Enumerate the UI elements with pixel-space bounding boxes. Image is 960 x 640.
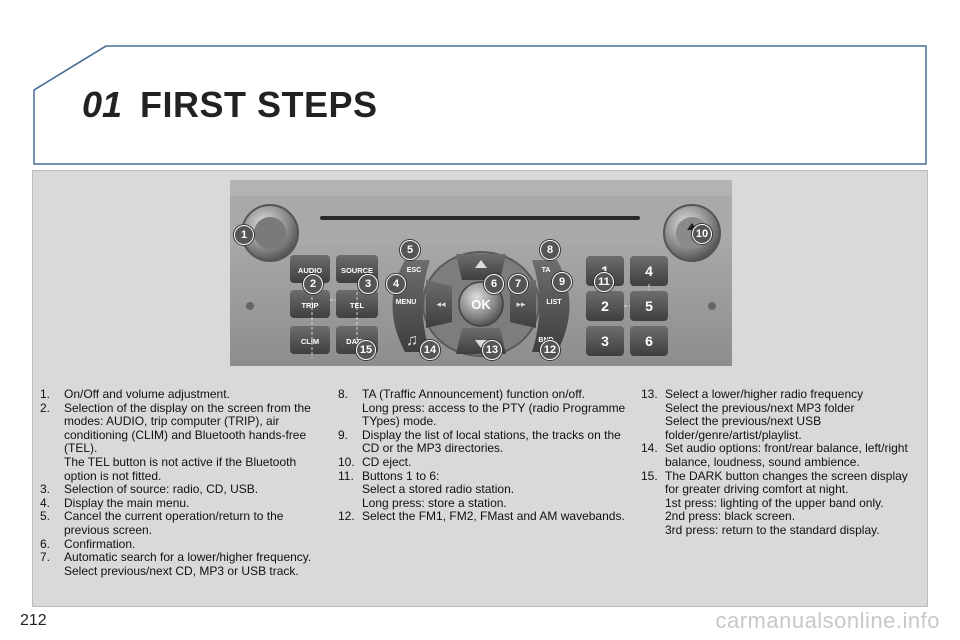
source-label: SOURCE — [341, 266, 373, 275]
callout-9: 9 — [552, 272, 572, 292]
watermark: carmanualsonline.info — [715, 608, 940, 633]
callout-3: 3 — [358, 274, 378, 294]
key-5-label: 5 — [645, 298, 653, 314]
key-4-label: 4 — [645, 263, 653, 279]
legend-column-1: 1.On/Off and volume adjustment. 2.Select… — [40, 387, 324, 578]
callout-14: 14 — [420, 340, 440, 360]
callout-2: 2 — [303, 274, 323, 294]
legend-item-12: 12.Select the FM1, FM2, FMast and AM wav… — [338, 509, 625, 524]
callout-15: 15 — [356, 340, 376, 360]
legend-item-13-note-a: Select the previous/next MP3 folder — [665, 400, 855, 415]
legend-column-2: 8.TA (Traffic Announcement) function on/… — [338, 387, 628, 524]
legend-item-13-note-b: Select the previous/next USB folder/genr… — [665, 414, 822, 442]
header-frame — [32, 44, 928, 166]
page-number: 212 — [20, 612, 47, 629]
page-title: FIRST STEPS — [140, 84, 378, 125]
callout-10: 10 — [692, 224, 712, 244]
key-2-label: 2 — [601, 298, 609, 314]
legend-item-8-note: Long press: access to the PTY (radio Pro… — [362, 400, 626, 429]
radio-panel-figure: AUDIO SOURCE TRIP TEL CLIM DARK OK ◂◂ ▸▸… — [230, 180, 732, 366]
callout-11: 11 — [594, 272, 614, 292]
callout-5: 5 — [400, 240, 420, 260]
svg-text:♫: ♫ — [406, 332, 418, 349]
audio-label: AUDIO — [298, 266, 322, 275]
legend-item-8: 8.TA (Traffic Announcement) function on/… — [338, 387, 586, 401]
legend-column-3: 13.Select a lower/higher radio frequency… — [641, 387, 921, 538]
legend-item-6: 6.Confirmation. — [40, 536, 136, 551]
key-1-label: 1 — [601, 263, 609, 279]
tel-label: TEL — [350, 301, 365, 310]
esc-label: ESC — [407, 267, 421, 274]
legend-item-7-note: Select previous/next CD, MP3 or USB trac… — [64, 563, 299, 578]
chapter-number: 01 — [82, 84, 123, 125]
callout-7: 7 — [508, 274, 528, 294]
callout-4: 4 — [386, 274, 406, 294]
legend-item-9: 9.Display the list of local stations, th… — [338, 427, 621, 456]
legend-item-11-note-b: Long press: store a station. — [362, 495, 507, 510]
legend-item-7: 7.Automatic search for a lower/higher fr… — [40, 550, 312, 565]
callout-12: 12 — [540, 340, 560, 360]
ok-label: OK — [471, 297, 491, 312]
legend-item-15-note-b: 2nd press: black screen. — [665, 509, 796, 524]
callout-6: 6 — [484, 274, 504, 294]
clim-label: CLIM — [301, 337, 319, 346]
key-3-label: 3 — [601, 333, 609, 349]
dark-label: DARK — [346, 337, 368, 346]
trip-label: TRIP — [301, 301, 318, 310]
menu-label: MENU — [396, 299, 417, 306]
legend-item-15-note-c: 3rd press: return to the standard displa… — [665, 522, 880, 537]
legend-item-14: 14.Set audio options: front/rear balance… — [641, 441, 908, 469]
list-label: LIST — [546, 299, 562, 306]
legend-item-1: 1.On/Off and volume adjustment. — [40, 387, 230, 401]
legend-item-3: 3.Selection of source: radio, CD, USB. — [40, 482, 259, 497]
legend-item-15-note-a: 1st press: lighting of the upper band on… — [665, 495, 884, 510]
key-6-label: 6 — [645, 333, 653, 349]
legend-item-15: 15.The DARK button changes the screen di… — [641, 468, 908, 497]
legend-item-4: 4.Display the main menu. — [40, 495, 190, 510]
legend-item-2: 2.Selection of the display on the screen… — [40, 400, 311, 456]
callout-8: 8 — [540, 240, 560, 260]
callout-13: 13 — [482, 340, 502, 360]
ta-label: TA — [542, 267, 551, 274]
legend-item-10: 10.CD eject. — [338, 454, 412, 469]
legend-item-13: 13.Select a lower/higher radio frequency — [641, 387, 864, 401]
legend-item-11: 11.Buttons 1 to 6: — [338, 468, 440, 483]
svg-text:◂◂: ◂◂ — [436, 299, 446, 309]
legend-item-2-note: The TEL button is not active if the Blue… — [64, 454, 297, 483]
legend-item-11-note-a: Select a stored radio station. — [362, 482, 515, 497]
callout-1: 1 — [234, 225, 254, 245]
legend-item-5: 5.Cancel the current operation/return to… — [40, 509, 284, 537]
svg-text:▸▸: ▸▸ — [516, 299, 526, 309]
